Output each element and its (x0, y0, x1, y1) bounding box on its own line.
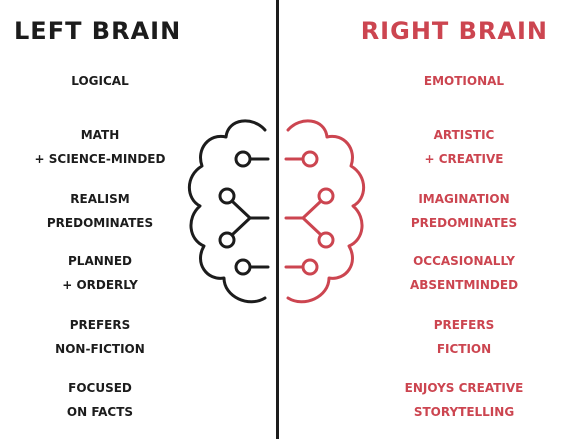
right-trait-line: IMAGINATION (418, 192, 510, 206)
right-hemisphere-outline (286, 119, 366, 304)
left-trait-line: MATH (80, 128, 120, 142)
left-brain-heading: LEFT BRAIN (14, 17, 182, 45)
left-circuit-node (218, 187, 236, 205)
right-trait-item: ARTISTIC + CREATIVE (364, 123, 564, 171)
left-trait-line: FOCUSED (68, 381, 132, 395)
right-brain-traits: EMOTIONAL ARTISTIC + CREATIVE IMAGINATIO… (364, 0, 564, 439)
right-trait-line: PREFERS (433, 318, 495, 332)
right-circuit-trace (301, 216, 322, 236)
left-trait-line: LOGICAL (71, 74, 129, 88)
left-trait-item: PREFERS NON-FICTION (0, 313, 200, 361)
right-brain-heading: RIGHT BRAIN (360, 17, 548, 45)
left-circuit-node (234, 150, 252, 168)
right-trait-line: OCCASIONALLY (413, 254, 515, 268)
left-circuit-node (218, 231, 236, 249)
left-trait-line: + ORDERLY (62, 278, 138, 292)
left-trait-line: REALISM (70, 192, 130, 206)
right-trait-item: EMOTIONAL (364, 69, 564, 93)
left-trait-line: ON FACTS (66, 405, 134, 419)
left-trait-line: + SCIENCE-MINDED (34, 152, 166, 166)
right-trait-item: IMAGINATION PREDOMINATES (364, 187, 564, 235)
left-circuit-trace (231, 200, 252, 220)
left-trait-line: PREDOMINATES (46, 216, 154, 230)
left-trait-line: PREFERS (69, 318, 131, 332)
right-circuit-trace (301, 200, 322, 220)
right-trait-line: + CREATIVE (424, 152, 504, 166)
right-trait-item: OCCASIONALLY ABSENTMINDED (364, 249, 564, 297)
left-trait-line: NON-FICTION (55, 342, 145, 356)
left-trait-item: MATH + SCIENCE-MINDED (0, 123, 200, 171)
left-brain-circuit-icon (187, 119, 270, 304)
left-brain-traits: LOGICAL MATH + SCIENCE-MINDED REALISM PR… (0, 0, 200, 439)
right-trait-line: STORYTELLING (413, 405, 515, 419)
left-circuit-trace (231, 216, 252, 236)
right-trait-line: ENJOYS CREATIVE (404, 381, 524, 395)
right-trait-line: ABSENTMINDED (409, 278, 519, 292)
right-trait-line: ARTISTIC (433, 128, 495, 142)
right-brain-circuit-icon (284, 119, 366, 304)
right-trait-line: EMOTIONAL (423, 74, 505, 88)
left-trait-item: REALISM PREDOMINATES (0, 187, 200, 235)
right-circuit-node (317, 187, 335, 205)
right-circuit-node (301, 150, 319, 168)
left-hemisphere-outline (187, 119, 267, 304)
left-circuit-node (234, 258, 252, 276)
left-trait-item: LOGICAL (0, 69, 200, 93)
left-trait-line: PLANNED (68, 254, 132, 268)
right-circuit-node (301, 258, 319, 276)
center-divider (276, 0, 279, 439)
right-circuit-node (317, 231, 335, 249)
left-trait-item: PLANNED + ORDERLY (0, 249, 200, 297)
right-trait-line: PREDOMINATES (410, 216, 518, 230)
left-trait-item: FOCUSED ON FACTS (0, 376, 200, 424)
right-trait-item: PREFERS FICTION (364, 313, 564, 361)
right-trait-item: ENJOYS CREATIVE STORYTELLING (364, 376, 564, 424)
right-trait-line: FICTION (436, 342, 492, 356)
